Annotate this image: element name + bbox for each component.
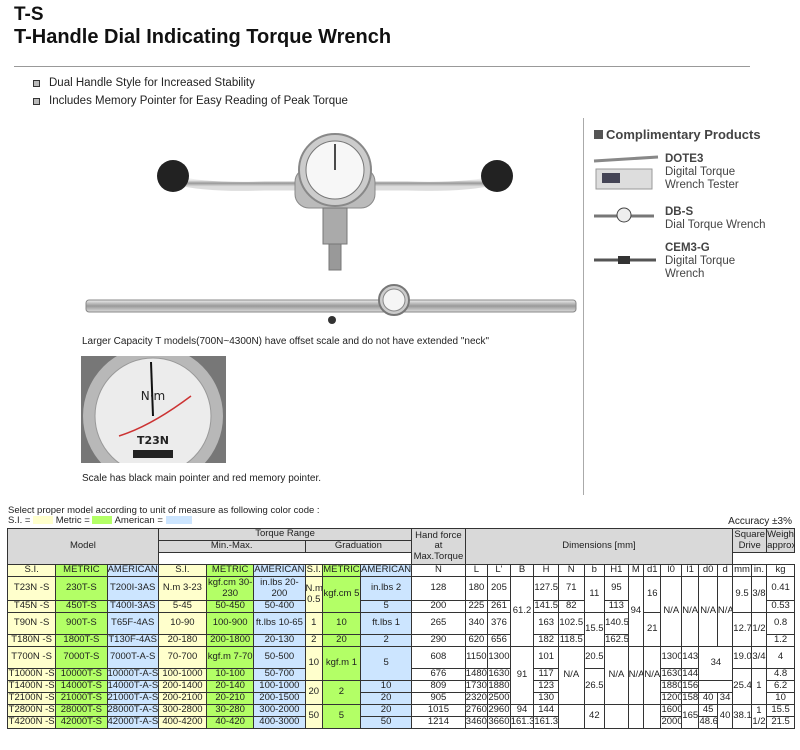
- complimentary-title: Complimentary Products: [594, 127, 761, 142]
- feature-item: Includes Memory Pointer for Easy Reading…: [33, 92, 348, 110]
- dote3-image[interactable]: [592, 151, 660, 191]
- title-divider: [14, 66, 750, 67]
- large-wrench-image: [85, 284, 577, 324]
- offset-caption: Larger Capacity T models(700N~4300N) hav…: [82, 336, 490, 347]
- dial-closeup-image: N·m T23N: [81, 356, 226, 463]
- table-header-row: S.I. METRIC AMERICAN S.I. METRIC AMERICA…: [6, 564, 795, 577]
- table-row: Model Torque Range Hand force at Max.Tor…: [7, 528, 795, 565]
- sidebar-divider: [583, 118, 584, 495]
- t-handle-wrench-image: [157, 133, 513, 271]
- si-color-key: [33, 516, 54, 525]
- pointer-caption: Scale has black main pointer and red mem…: [82, 473, 322, 484]
- bullet-icon: [33, 97, 40, 105]
- metric-color-key: [92, 516, 113, 525]
- feature-item: Dual Handle Style for Increased Stabilit…: [33, 74, 348, 92]
- model-code: T-S: [14, 4, 44, 25]
- page-title: T-Handle Dial Indicating Torque Wrench: [14, 26, 392, 48]
- feature-list: Dual Handle Style for Increased Stabilit…: [33, 74, 348, 110]
- accuracy-note: Accuracy ±3%: [728, 516, 792, 527]
- american-color-key: [165, 516, 192, 525]
- square-bullet-icon: [594, 130, 603, 139]
- db-s-image[interactable]: [592, 206, 660, 226]
- spec-table: Model Torque Range Hand force at Max.Tor…: [6, 528, 795, 729]
- color-code-note: Select proper model according to unit of…: [8, 505, 320, 526]
- bullet-icon: [33, 79, 40, 87]
- cem3-g-image[interactable]: [592, 252, 660, 268]
- dial-label: T23N: [137, 434, 169, 447]
- dial-unit: N·m: [141, 389, 165, 403]
- table-row: Min.-Max. Graduation: [8, 540, 795, 553]
